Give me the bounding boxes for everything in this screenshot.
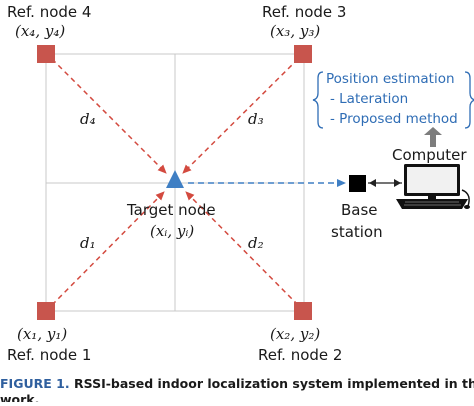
ref-node-1-marker: [37, 302, 55, 320]
estimation-item-proposed: - Proposed method: [330, 111, 458, 127]
base-station-label-line1: Base: [341, 201, 378, 219]
ref-node-4-marker: [37, 45, 55, 63]
ref-node-4-coord: (x₄, y₄): [15, 22, 65, 40]
base-station-label-line2: station: [331, 223, 383, 241]
right-brace: [464, 71, 474, 129]
estimation-title: Position estimation: [326, 71, 455, 87]
ref-node-1-coord: (x₁, y₁): [17, 325, 67, 343]
ref-node-3-coord: (x₃, y₃): [270, 22, 320, 40]
computer-icon: [396, 164, 470, 209]
base-station-marker: [349, 175, 366, 192]
ref-node-2-label: Ref. node 2: [258, 346, 342, 364]
distance-label-d1: d₁: [80, 234, 96, 252]
distance-label-d4: d₄: [80, 110, 96, 128]
estimation-item-lateration: - Lateration: [330, 91, 408, 107]
computer-label: Computer: [392, 146, 467, 164]
left-brace: [312, 71, 324, 129]
distance-label-d2: d₂: [248, 234, 264, 252]
link-arrow-right-icon: [394, 179, 401, 187]
computer-to-estimation-arrow-icon: [424, 127, 442, 147]
target-node-coord: (xᵢ, yᵢ): [150, 222, 194, 240]
distance-arrow-d3: [182, 58, 299, 174]
caption-text-line1: RSSI-based indoor localization system im…: [74, 376, 474, 391]
distance-arrow-d4: [51, 58, 167, 174]
caption-figure-label: FIGURE 1.: [0, 376, 70, 391]
ref-node-4-label: Ref. node 4: [7, 3, 91, 21]
caption-text-line2: work.: [0, 392, 39, 402]
distance-label-d3: d₃: [248, 110, 264, 128]
target-node-marker: [166, 170, 184, 188]
ref-node-3-label: Ref. node 3: [262, 3, 346, 21]
ref-node-3-marker: [294, 45, 312, 63]
ref-node-1-label: Ref. node 1: [7, 346, 91, 364]
ref-node-2-coord: (x₂, y₂): [270, 325, 320, 343]
link-arrow-left-icon: [369, 179, 376, 187]
ref-node-2-marker: [294, 302, 312, 320]
target-node-label: Target node: [126, 201, 216, 219]
